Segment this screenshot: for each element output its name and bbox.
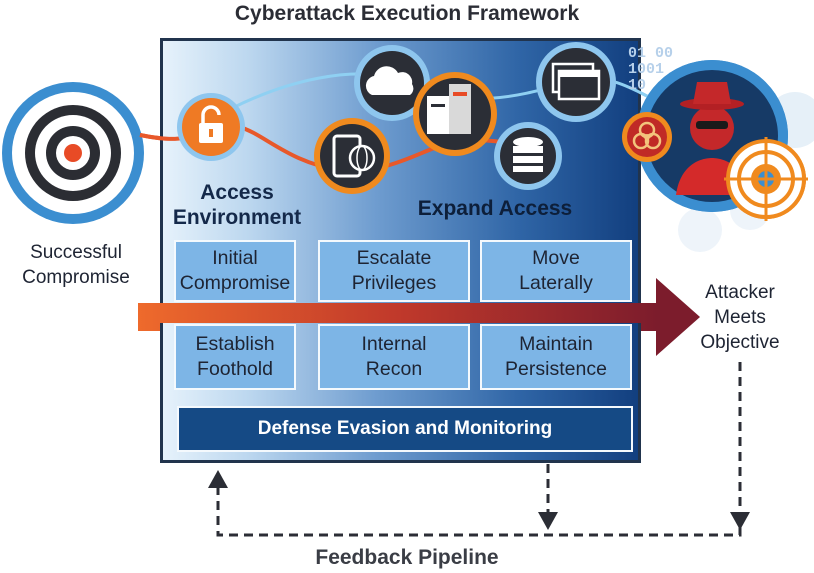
- arrowhead-up: [208, 470, 228, 488]
- stage-establish-foothold: Establish Foothold: [174, 324, 296, 390]
- successful-compromise-label: Successful Compromise: [22, 242, 130, 288]
- feedback-pipeline-label: Feedback Pipeline: [315, 546, 499, 569]
- access-environment-heading: Access Environment: [172, 181, 302, 229]
- attacker-meets-objective-label: Attacker Meets Objective: [700, 282, 780, 353]
- expand-access-heading: Expand Access: [417, 197, 573, 220]
- stage-initial-compromise: Initial Compromise: [174, 240, 296, 302]
- arrowhead-down-mid: [538, 512, 558, 530]
- stage-maintain-persistence: Maintain Persistence: [480, 324, 632, 390]
- feedback-lines: [216, 362, 742, 537]
- stage-escalate-privileges: Escalate Privileges: [318, 240, 470, 302]
- stage-move-laterally: Move Laterally: [480, 240, 632, 302]
- binary-text: 01 00 1001 10: [628, 45, 674, 94]
- diagram-title: Cyberattack Execution Framework: [234, 2, 580, 25]
- stage-internal-recon: Internal Recon: [318, 324, 470, 390]
- target-icon: [2, 82, 144, 224]
- progress-arrow-band: [138, 303, 658, 323]
- defense-evasion-bar: Defense Evasion and Monitoring: [177, 406, 633, 452]
- arrowhead-down-right: [730, 512, 750, 530]
